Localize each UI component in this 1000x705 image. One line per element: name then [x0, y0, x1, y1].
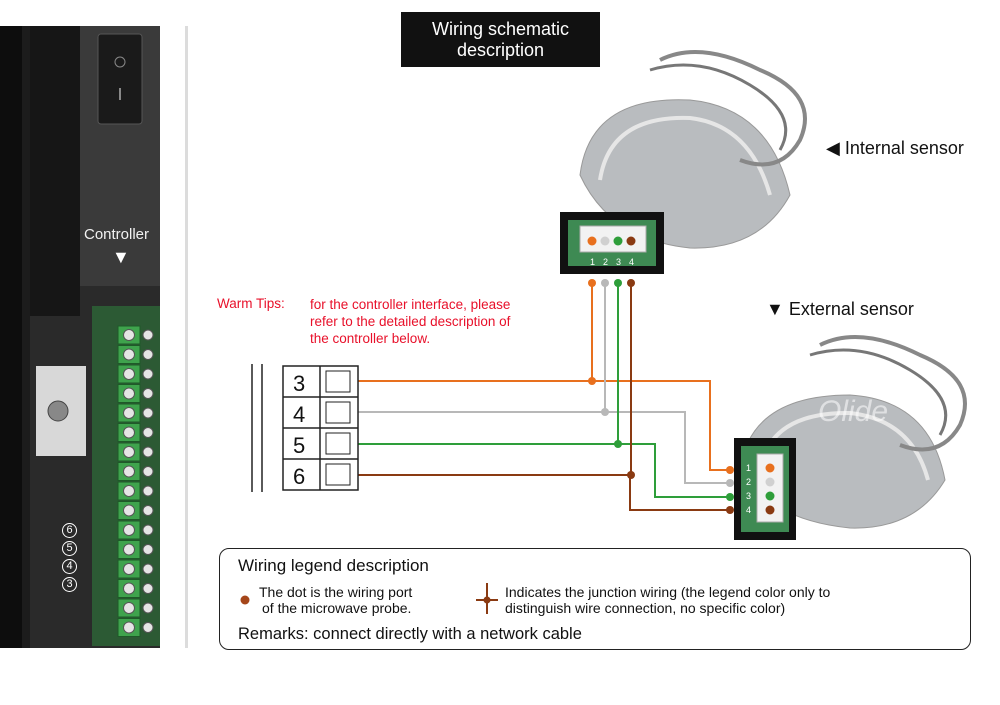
warm-tips-line-1: for the controller interface, please	[310, 297, 511, 312]
terminal-block	[251, 364, 359, 492]
controller-terminal-screw	[142, 485, 154, 497]
legend-dot-line-2: of the microwave probe.	[262, 600, 412, 616]
legend-dot-icon	[240, 595, 250, 605]
controller-down-arrow-icon: ▼	[112, 247, 130, 267]
external-pin-2: 2	[746, 477, 751, 487]
controller-terminal-screw	[123, 504, 135, 517]
controller-terminal-screw	[123, 368, 135, 380]
internal-pin-4: 4	[629, 257, 634, 267]
controller-terminal-screw	[142, 622, 154, 633]
legend-title: Wiring legend description	[238, 556, 429, 575]
controller-terminal-screw	[142, 563, 154, 575]
internal-pin-2: 2	[603, 257, 608, 267]
external-port-dot-2	[726, 479, 734, 487]
controller-terminal-screw	[123, 543, 135, 556]
legend-junction-description: Indicates the junction wiring (the legen…	[505, 584, 935, 616]
internal-port-dot-4	[627, 279, 635, 287]
warm-tips-label: Warm Tips:	[217, 296, 285, 311]
controller-terminal-screw	[142, 466, 154, 477]
controller-board-graphic	[0, 26, 160, 648]
junction-dot-green	[614, 440, 622, 448]
controller-terminal-screw	[123, 563, 135, 575]
warm-tips-text: for the controller interface, please ref…	[310, 296, 570, 347]
wire-green	[355, 285, 728, 498]
wire-orange	[355, 285, 728, 471]
controller-photo	[0, 26, 160, 648]
controller-terminal-screw	[142, 329, 154, 341]
controller-terminal-screw	[123, 446, 135, 458]
controller-terminal-screw	[123, 329, 135, 341]
junction-dot-orange	[588, 377, 596, 385]
internal-sensor-label: ◀ Internal sensor	[826, 138, 964, 158]
controller-terminal-6: 6	[62, 523, 77, 538]
controller-terminal-screw	[123, 387, 135, 400]
external-port-dot-1	[726, 466, 734, 474]
terminal-number-6: 6	[293, 464, 305, 489]
internal-pin-1: 1	[590, 257, 595, 267]
controller-terminal-screw	[142, 427, 154, 438]
terminal-number-4: 4	[293, 402, 305, 427]
controller-terminal-3: 3	[62, 577, 77, 592]
brand-watermark: Olide	[818, 395, 889, 428]
legend-junction-line-1: Indicates the junction wiring (the legen…	[505, 584, 831, 600]
legend-junction-line-2: distinguish wire connection, no specific…	[505, 600, 786, 616]
terminal-number-5: 5	[293, 433, 305, 458]
controller-terminal-screw	[142, 446, 154, 458]
controller-terminal-screw	[123, 621, 135, 634]
controller-terminal-screw	[123, 602, 135, 614]
legend-remarks: Remarks: connect directly with a network…	[238, 625, 582, 643]
controller-terminal-screw	[142, 602, 154, 614]
legend-dot-description: The dot is the wiring port of the microw…	[259, 584, 459, 616]
external-pin-1: 1	[746, 463, 751, 473]
controller-terminal-screw	[123, 524, 135, 536]
controller-terminal-screw	[123, 348, 135, 361]
warm-tips-line-2: refer to the detailed description of	[310, 314, 511, 329]
warm-tips-line-3: the controller below.	[310, 331, 431, 346]
internal-port-dot-2	[601, 279, 609, 287]
junction-dot-brown	[627, 471, 635, 479]
external-pin-3: 3	[746, 491, 751, 501]
controller-terminal-screw	[142, 407, 154, 419]
controller-terminal-screw	[123, 407, 135, 419]
controller-panel-edge	[185, 26, 188, 648]
legend-dot-line-1: The dot is the wiring port	[259, 584, 413, 600]
controller-terminal-screw	[123, 582, 135, 595]
external-port-dot-3	[726, 493, 734, 501]
terminal-number-3: 3	[293, 371, 305, 396]
internal-pin-3: 3	[616, 257, 621, 267]
legend-box	[219, 548, 971, 650]
external-sensor-label: ▼ External sensor	[766, 299, 914, 319]
page-title: Wiring schematic description	[401, 12, 600, 67]
internal-sensor-graphic	[560, 50, 807, 274]
controller-label: Controller	[84, 226, 150, 243]
controller-terminal-screw	[142, 349, 154, 360]
wire-brown	[355, 285, 728, 511]
controller-terminal-screw	[142, 388, 154, 399]
controller-terminal-screw	[123, 426, 135, 439]
controller-terminal-screw	[123, 485, 135, 497]
controller-terminal-5: 5	[62, 541, 77, 556]
external-port-dot-4	[726, 506, 734, 514]
controller-terminal-screw	[142, 368, 154, 380]
legend-junction-icon	[476, 583, 498, 614]
controller-terminal-screw	[142, 524, 154, 536]
external-pin-4: 4	[746, 505, 751, 515]
controller-terminal-screw	[142, 544, 154, 555]
title-line-1: Wiring schematic	[431, 18, 570, 39]
controller-terminal-screw	[123, 465, 135, 478]
internal-port-dot-3	[614, 279, 622, 287]
internal-port-dot-1	[588, 279, 596, 287]
controller-terminal-4: 4	[62, 559, 77, 574]
title-line-2: description	[456, 39, 545, 60]
external-sensor-graphic	[734, 335, 967, 540]
controller-terminal-screw	[142, 583, 154, 594]
controller-terminal-screw	[142, 505, 154, 516]
junction-dot-gray	[601, 408, 609, 416]
wire-gray	[355, 285, 728, 484]
